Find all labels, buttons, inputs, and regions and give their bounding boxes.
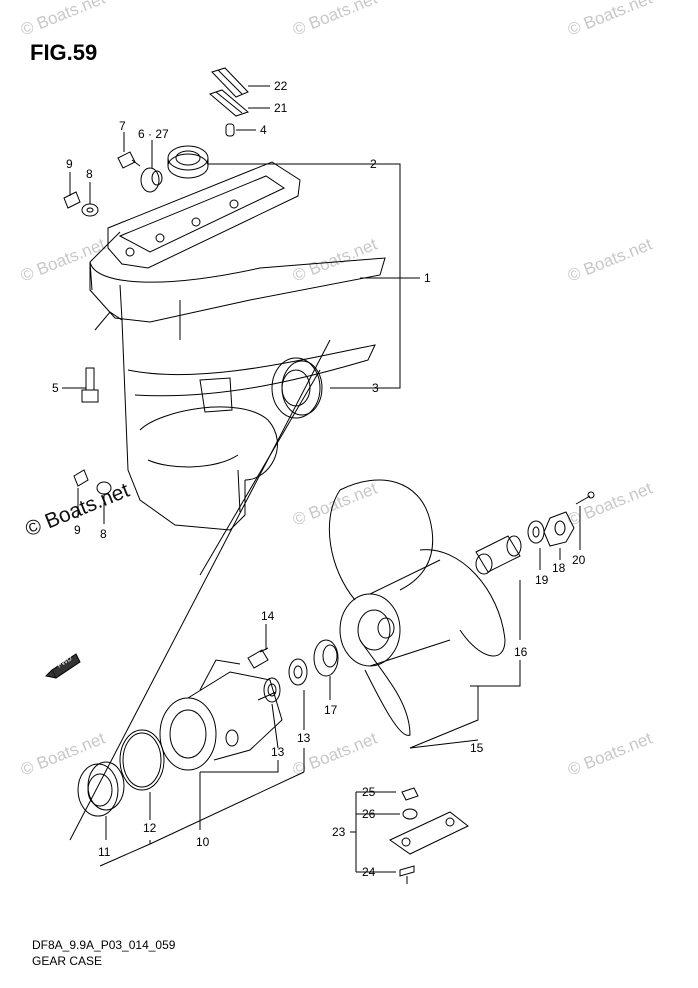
callout-14: 14	[261, 609, 275, 623]
callout-9-bottom: 9	[74, 523, 81, 537]
part-9-bolt	[63, 191, 81, 209]
callout-12: 12	[143, 821, 157, 835]
guide-line	[69, 339, 331, 841]
callout-10: 10	[196, 835, 210, 849]
guide-line	[199, 369, 321, 576]
callout-21: 21	[274, 101, 288, 115]
part-17-bearing	[313, 639, 339, 677]
callout-24: 24	[362, 865, 376, 879]
part-2-bearing	[167, 145, 209, 179]
mounting-hole	[191, 217, 201, 227]
callout-11: 11	[98, 845, 111, 859]
part-4-pin	[225, 123, 235, 137]
fwd-arrow-icon	[44, 653, 81, 679]
part-16-bushing	[475, 535, 522, 575]
part-19-washer	[527, 520, 545, 544]
part-25-nut	[401, 787, 419, 801]
part-13-washer-2	[288, 658, 308, 686]
part-3-seal	[271, 357, 323, 419]
callout-13-right: 13	[297, 731, 311, 745]
mounting-hole	[229, 199, 239, 209]
callout-8-bottom: 8	[100, 527, 107, 541]
part-14-bolt	[247, 647, 269, 669]
part-15-propeller	[328, 479, 506, 736]
part-1-gear-case	[89, 161, 386, 531]
callout-23: 23	[332, 825, 346, 839]
callout-20: 20	[572, 553, 586, 567]
callout-15: 15	[470, 741, 484, 755]
part-12-o-ring	[119, 729, 165, 791]
callout-4: 4	[260, 123, 267, 137]
part-5-bolt	[81, 367, 99, 403]
callout-22: 22	[274, 79, 288, 93]
callout-1: 1	[424, 271, 431, 285]
callout-18: 18	[552, 561, 566, 575]
callout-3: 3	[372, 381, 379, 395]
callout-9-top: 9	[66, 157, 73, 171]
callout-25: 25	[362, 785, 376, 799]
callout-17: 17	[324, 703, 338, 717]
part-18-nut	[543, 511, 575, 547]
diagram-code: DF8A_9.9A_P03_014_059	[32, 938, 176, 952]
part-22-pad	[211, 67, 249, 98]
part-7-screw	[117, 151, 141, 169]
part-20-cotter-pin	[575, 491, 595, 505]
part-6-grommet	[140, 167, 163, 193]
part-8-washer-lower	[96, 481, 112, 495]
callout-26: 26	[362, 807, 376, 821]
part-13-washer	[263, 677, 281, 703]
part-21-pad	[208, 89, 250, 117]
callout-5: 5	[52, 381, 59, 395]
callout-8-top: 8	[86, 167, 93, 181]
part-23-anode	[389, 811, 469, 855]
part-11-seal	[77, 761, 125, 817]
part-26-washer	[402, 808, 418, 820]
callout-7: 7	[119, 119, 126, 133]
callout-6-27: 6 · 27	[138, 127, 169, 141]
part-9-bolt-lower	[73, 469, 89, 487]
figure-title: FIG.59	[30, 40, 98, 65]
mounting-hole	[155, 233, 165, 243]
part-8-washer	[81, 203, 99, 217]
callout-19: 19	[535, 573, 549, 587]
mounting-hole	[125, 247, 135, 257]
part-10-housing	[159, 659, 283, 771]
callout-13-left: 13	[271, 745, 285, 759]
diagram-name: GEAR CASE	[32, 954, 103, 968]
callout-2: 2	[370, 157, 377, 171]
callout-16: 16	[514, 645, 528, 659]
part-24-screw	[399, 865, 415, 884]
